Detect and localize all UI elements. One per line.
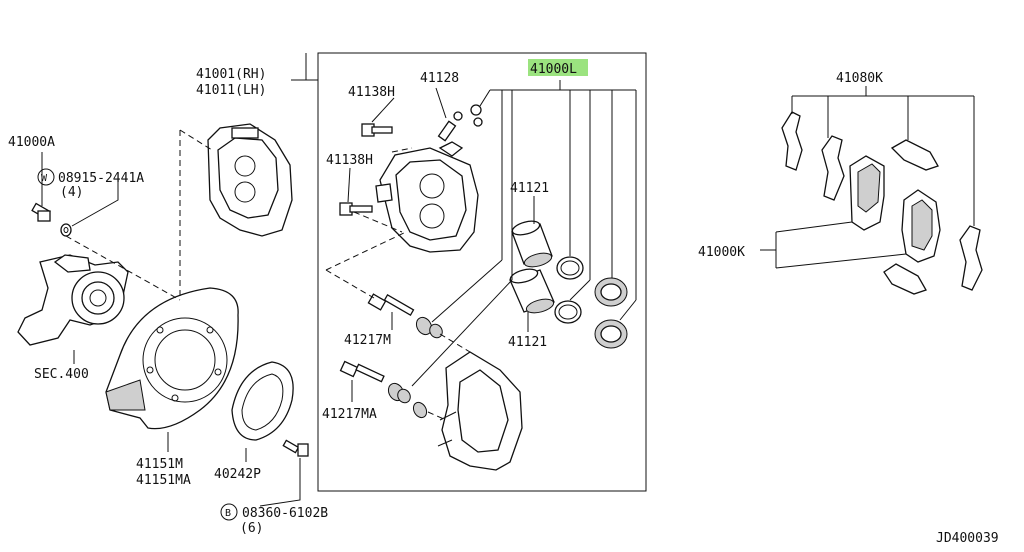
piston-seal-upper	[556, 256, 584, 280]
pad-clips	[883, 139, 939, 295]
label-41121-lower: 41121	[508, 335, 547, 350]
dust-boot-lower	[594, 319, 628, 349]
label-41000k: 41000K	[698, 245, 745, 260]
brake-pad-outer	[849, 155, 885, 231]
dashed-assembly-lines	[65, 129, 471, 421]
label-41000a: 41000A	[8, 135, 55, 150]
leader-lines	[41, 53, 975, 507]
slide-pin-41217m	[367, 293, 415, 316]
caliper-housing	[207, 123, 293, 237]
label-washer-qty: (4)	[60, 185, 83, 200]
piston-seal-lower	[554, 300, 582, 324]
caliper-body	[375, 141, 479, 253]
highlight-41000l	[528, 59, 588, 76]
label-bolt-part: 08360-6102B	[242, 506, 328, 521]
washer-marker-icon	[37, 168, 55, 186]
brake-pad-inner	[901, 189, 941, 263]
bolt-41138h-lower	[339, 202, 373, 216]
washer-marker-letter: W	[41, 173, 48, 184]
shim-set	[781, 111, 983, 291]
label-41121-upper: 41121	[510, 181, 549, 196]
label-41151m: 41151M	[136, 457, 183, 472]
label-sec400: SEC.400	[34, 367, 89, 382]
label-41080k: 41080K	[836, 71, 883, 86]
label-caliper-lh: 41011(LH)	[196, 83, 266, 98]
bolt-08360	[282, 439, 309, 457]
label-41151ma: 41151MA	[136, 473, 191, 488]
label-41217ma: 41217MA	[322, 407, 377, 422]
label-washer-part: 08915-2441A	[58, 171, 144, 186]
baffle-plate	[231, 361, 294, 441]
label-41217m: 41217M	[344, 333, 391, 348]
label-41138h-lower: 41138H	[326, 153, 373, 168]
caliper-assembly-frame	[317, 52, 647, 492]
bolt-marker-letter: B	[225, 508, 231, 519]
label-bolt-qty: (6)	[240, 521, 263, 536]
bolt-41138h-upper	[361, 123, 393, 137]
pin-boots	[387, 316, 443, 419]
label-41138h-upper: 41138H	[348, 85, 395, 100]
dust-shield	[105, 287, 239, 430]
diagram-id: JD400039	[936, 531, 999, 546]
piston-lower	[509, 268, 555, 314]
bolt-marker-icon	[220, 503, 238, 521]
label-41000l[interactable]: 41000L	[530, 62, 577, 77]
caliper-bracket	[437, 351, 523, 471]
bleeder-screw	[437, 104, 483, 142]
piston-upper	[511, 220, 553, 268]
label-40242p: 40242P	[214, 467, 261, 482]
dust-boot-upper	[594, 277, 628, 307]
label-caliper-rh: 41001(RH)	[196, 67, 266, 82]
washer-08915	[60, 223, 72, 237]
label-41128: 41128	[420, 71, 459, 86]
steering-knuckle	[17, 254, 129, 346]
bolt-41000a	[31, 202, 51, 222]
slide-pin-41217ma	[339, 360, 385, 383]
